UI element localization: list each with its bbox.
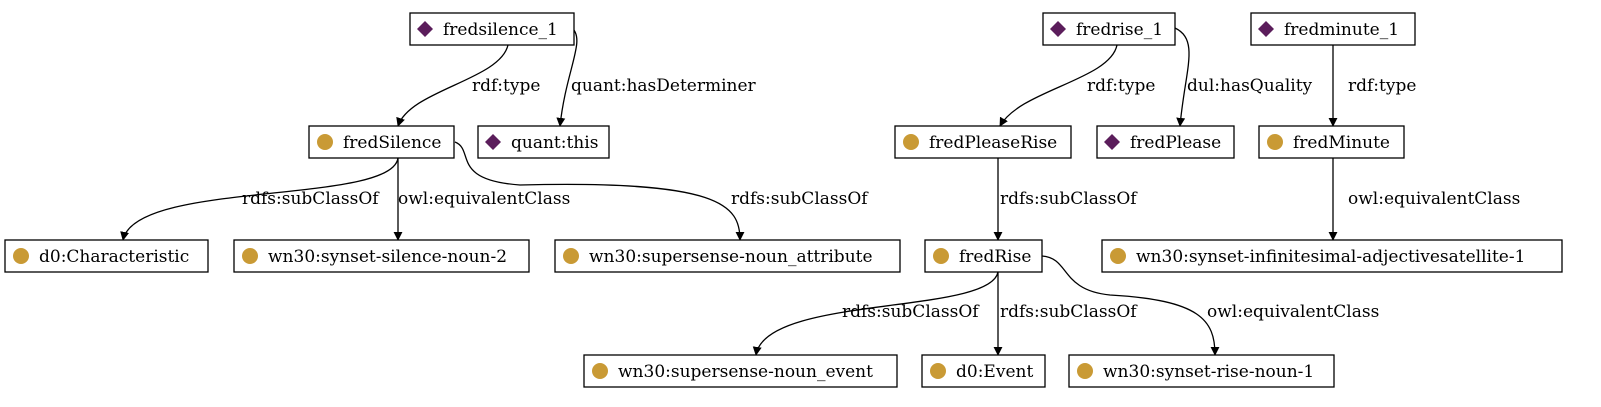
node-label: fredRise xyxy=(959,247,1031,267)
node-label: wn30:synset-infinitesimal-adjectivesatel… xyxy=(1136,247,1525,267)
circle-icon xyxy=(1110,248,1126,264)
diamond-icon xyxy=(1104,134,1120,150)
edge-fredrise-subclassof-d0-event: rdfs:subClassOf xyxy=(993,272,1138,356)
edge-label: rdf:type xyxy=(1348,76,1416,96)
node-wn30-synset-infinitesimal[interactable]: wn30:synset-infinitesimal-adjectivesatel… xyxy=(1101,239,1563,273)
node-label: wn30:supersense-noun_event xyxy=(618,362,873,382)
node-fredsilence[interactable]: fredSilence xyxy=(308,125,455,159)
node-label: fredPleaseRise xyxy=(929,133,1057,153)
diamond-icon xyxy=(417,21,433,37)
node-label: fredPlease xyxy=(1130,133,1221,153)
diamond-icon xyxy=(1258,21,1274,37)
node-label: fredSilence xyxy=(343,133,441,153)
edges: rdf:type quant:hasDeterminer rdfs:subCla… xyxy=(120,27,1520,356)
node-d0-event[interactable]: d0:Event xyxy=(921,354,1046,388)
node-wn30-supersense-event[interactable]: wn30:supersense-noun_event xyxy=(583,354,898,388)
edge-fredminute1-rdf-type: rdf:type xyxy=(1328,45,1416,127)
node-d0-characteristic[interactable]: d0:Characteristic xyxy=(4,239,209,273)
edge-fredsilence1-quant-hasdeterminer: quant:hasDeterminer xyxy=(556,27,757,127)
node-wn30-supersense-attribute[interactable]: wn30:supersense-noun_attribute xyxy=(554,239,901,273)
edge-label: rdfs:subClassOf xyxy=(1000,189,1138,209)
node-fredrise-1[interactable]: fredrise_1 xyxy=(1042,12,1176,46)
edge-label: rdf:type xyxy=(472,76,540,96)
circle-icon xyxy=(592,363,608,379)
circle-icon xyxy=(933,248,949,264)
circle-icon xyxy=(1077,363,1093,379)
edge-label: dul:hasQuality xyxy=(1187,76,1313,96)
edge-fredsilence-subclassof-attribute: rdfs:subClassOf xyxy=(454,141,869,241)
node-wn30-synset-silence[interactable]: wn30:synset-silence-noun-2 xyxy=(233,239,530,273)
edge-fredpleaserise-subclassof-fredrise: rdfs:subClassOf xyxy=(993,158,1138,241)
circle-icon xyxy=(563,248,579,264)
edge-label: owl:equivalentClass xyxy=(1348,189,1520,209)
edge-label: rdfs:subClassOf xyxy=(842,302,980,322)
node-wn30-synset-rise[interactable]: wn30:synset-rise-noun-1 xyxy=(1068,354,1335,388)
node-label: wn30:synset-silence-noun-2 xyxy=(268,247,507,267)
node-quant-this[interactable]: quant:this xyxy=(477,125,610,159)
node-label: wn30:supersense-noun_attribute xyxy=(589,247,873,267)
diamond-icon xyxy=(485,134,501,150)
node-fredrise[interactable]: fredRise xyxy=(924,239,1043,273)
edge-label: rdf:type xyxy=(1087,76,1155,96)
edge-label: owl:equivalentClass xyxy=(1207,302,1379,322)
node-label: d0:Event xyxy=(956,362,1033,382)
edge-fredrise1-hasquality: dul:hasQuality xyxy=(1174,27,1313,127)
edge-label: owl:equivalentClass xyxy=(398,189,570,209)
edge-label: rdfs:subClassOf xyxy=(242,189,380,209)
node-label: fredminute_1 xyxy=(1284,20,1399,40)
edge-fredsilence1-rdf-type: rdf:type xyxy=(396,44,540,127)
edge-fredsilence-subclassof-characteristic: rdfs:subClassOf xyxy=(120,157,399,241)
edge-label: rdfs:subClassOf xyxy=(1000,302,1138,322)
circle-icon xyxy=(13,248,29,264)
node-fredminute[interactable]: fredMinute xyxy=(1258,125,1405,159)
circle-icon xyxy=(1267,134,1283,150)
node-label: wn30:synset-rise-noun-1 xyxy=(1103,362,1314,382)
circle-icon xyxy=(242,248,258,264)
edge-fredminute-equivalent-infinitesimal: owl:equivalentClass xyxy=(1328,158,1520,241)
circle-icon xyxy=(903,134,919,150)
node-label: fredsilence_1 xyxy=(443,20,558,40)
node-fredpleaserise[interactable]: fredPleaseRise xyxy=(894,125,1072,159)
diamond-icon xyxy=(1050,21,1066,37)
edge-fredsilence-equivalent-silence: owl:equivalentClass xyxy=(393,158,570,241)
node-fredminute-1[interactable]: fredminute_1 xyxy=(1250,12,1416,46)
node-fredsilence-1[interactable]: fredsilence_1 xyxy=(409,12,575,46)
edge-fredrise-equivalent-rise: owl:equivalentClass xyxy=(1041,255,1379,356)
nodes: fredsilence_1 fredSilence quant:this d0:… xyxy=(4,12,1563,388)
edge-fredrise-subclassof-event-supersense: rdfs:subClassOf xyxy=(752,271,999,356)
node-label: quant:this xyxy=(511,133,598,153)
node-label: fredMinute xyxy=(1293,133,1390,153)
edge-label: rdfs:subClassOf xyxy=(731,189,869,209)
edge-label: quant:hasDeterminer xyxy=(571,76,757,96)
node-fredplease[interactable]: fredPlease xyxy=(1096,125,1235,159)
circle-icon xyxy=(317,134,333,150)
node-label: fredrise_1 xyxy=(1076,20,1163,40)
circle-icon xyxy=(930,363,946,379)
node-label: d0:Characteristic xyxy=(39,247,189,267)
edge-fredrise1-rdf-type: rdf:type xyxy=(999,44,1155,127)
